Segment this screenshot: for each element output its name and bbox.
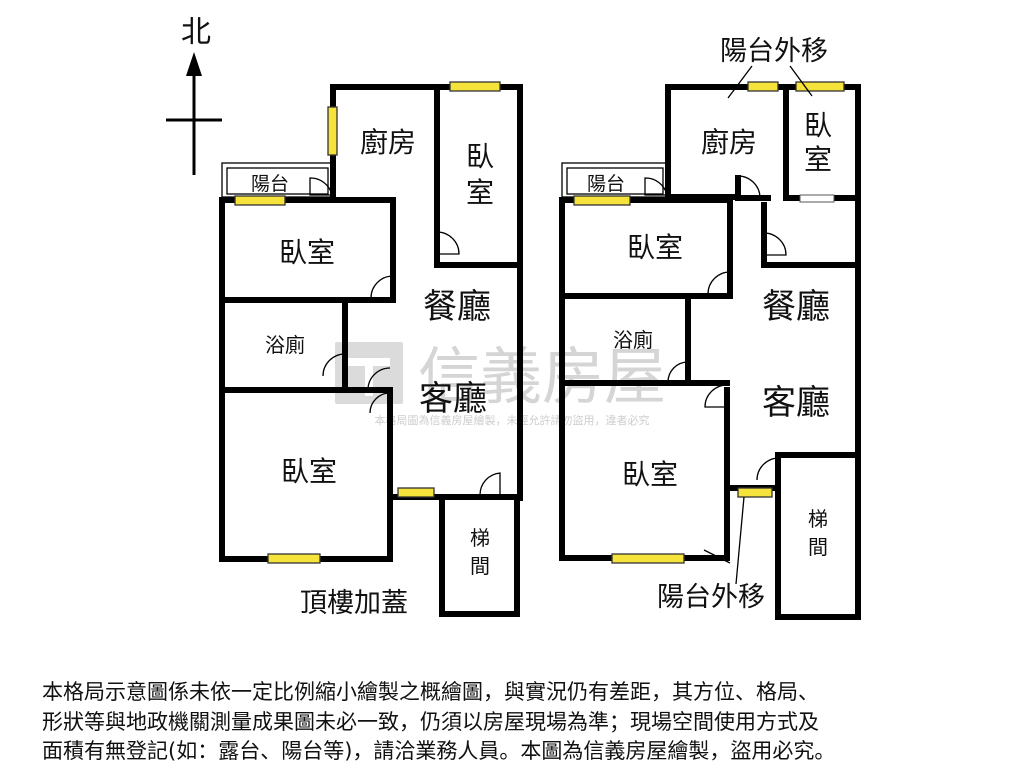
left-plan-caption: 頂樓加蓋 bbox=[300, 588, 408, 619]
left-window bbox=[267, 553, 321, 564]
right-sliding-door bbox=[799, 194, 835, 203]
left-door-icon bbox=[369, 392, 391, 414]
watermark-notice: 本格局圖為信義房屋繪製，未經允許請勿盜用，違者必究 bbox=[375, 413, 650, 427]
right-door-icon bbox=[667, 361, 689, 383]
right-door-icon bbox=[704, 384, 728, 408]
left-door-icon bbox=[309, 177, 333, 196]
watermark-brand: 信義房屋 bbox=[418, 340, 666, 413]
right-balcony-label: 陽台 bbox=[587, 173, 625, 195]
right-window bbox=[737, 487, 773, 498]
right-note-bottom: 陽台外移 bbox=[657, 582, 765, 613]
right-note-leader bbox=[727, 65, 753, 99]
left-door-icon bbox=[367, 367, 391, 389]
left-bedroom-ne-wall bbox=[434, 84, 523, 268]
right-window bbox=[747, 81, 779, 92]
left-stairs-label: 梯間 bbox=[470, 526, 490, 578]
right-bedroom-w-label: 臥室 bbox=[627, 231, 683, 264]
left-bathroom-label: 浴廁 bbox=[265, 333, 305, 357]
left-kitchen-label: 廚房 bbox=[360, 126, 416, 159]
disclaimer-line: 本格局示意圖係未依一定比例縮小繪製之概繪圖，與實況仍有差距，其方位、格局、 bbox=[42, 680, 819, 704]
left-living-label: 客廳 bbox=[419, 379, 487, 419]
right-hall-partition bbox=[761, 202, 861, 268]
right-note-leader bbox=[735, 496, 745, 585]
right-stair-walls bbox=[775, 452, 861, 620]
right-living-label: 客廳 bbox=[762, 383, 830, 423]
left-bedroom-sw-top-wall bbox=[219, 387, 393, 500]
left-door-icon bbox=[370, 275, 394, 299]
right-kitchen-label: 廚房 bbox=[701, 126, 757, 159]
left-bedroom-w-label: 臥室 bbox=[279, 236, 335, 269]
right-window bbox=[573, 195, 631, 206]
right-window bbox=[611, 553, 685, 564]
plan-left: 廚房 臥室 陽台 臥室 餐廳 浴廁 客廳 臥室 梯間 頂樓加蓋 bbox=[219, 81, 523, 619]
right-door-icon bbox=[707, 271, 731, 295]
left-window bbox=[327, 106, 338, 156]
right-door-icon bbox=[763, 232, 787, 256]
watermark-logo-stroke bbox=[365, 366, 373, 396]
left-door-icon bbox=[436, 231, 460, 255]
right-note-leader bbox=[789, 65, 813, 97]
compass: 北 bbox=[166, 15, 222, 175]
right-door-icon bbox=[737, 175, 761, 199]
left-balcony-label: 陽台 bbox=[251, 173, 289, 195]
disclaimer-line: 面積有無登記(如：露台、陽台等)，請洽業務人員。本圖為信義房屋繪製，盜用必究。 bbox=[42, 739, 836, 763]
left-bedroom-ne-label: 臥室 bbox=[466, 140, 494, 209]
right-note-leader bbox=[703, 549, 731, 564]
plan-right: 陽台外移 廚房 臥室 陽台 臥室 餐廳 浴廁 客廳 臥室 梯間 陽台外移 bbox=[559, 36, 861, 620]
left-door-icon bbox=[479, 472, 501, 496]
right-stairs-label: 梯間 bbox=[808, 507, 828, 559]
watermark-logo-stroke bbox=[348, 358, 390, 366]
disclaimer: 本格局示意圖係未依一定比例縮小繪製之概繪圖，與實況仍有差距，其方位、格局、 形狀… bbox=[42, 678, 992, 767]
right-window bbox=[795, 81, 845, 92]
right-door-icon bbox=[644, 177, 668, 196]
left-balcony-rail bbox=[226, 167, 329, 195]
left-bedroom-sw-label: 臥室 bbox=[281, 455, 337, 488]
north-arrow-icon bbox=[186, 52, 202, 76]
disclaimer-line: 形狀等與地政機關測量成果圖未必一致，仍須以房屋現場為準；現場空間使用方式及 bbox=[42, 709, 819, 734]
left-window bbox=[234, 195, 286, 206]
north-label: 北 bbox=[181, 15, 211, 50]
right-kitchen-south-wall bbox=[665, 175, 741, 200]
left-window bbox=[397, 487, 435, 498]
left-window bbox=[449, 81, 501, 92]
left-door-icon bbox=[322, 353, 346, 377]
right-balcony-rail bbox=[566, 167, 664, 195]
right-door-icon bbox=[756, 457, 780, 481]
right-bathroom-label: 浴廁 bbox=[613, 328, 653, 352]
floor-plan-diagram: 北 信義房屋 本格局圖為信義房屋繪製，未經允許請勿盜用，違者必究 bbox=[166, 15, 861, 620]
right-bedroom-sw-label: 臥室 bbox=[622, 458, 678, 491]
left-dining-label: 餐廳 bbox=[423, 287, 491, 327]
right-bedroom-ne-label: 臥室 bbox=[804, 109, 832, 176]
right-note-top: 陽台外移 bbox=[720, 36, 828, 67]
right-dining-label: 餐廳 bbox=[762, 287, 830, 327]
